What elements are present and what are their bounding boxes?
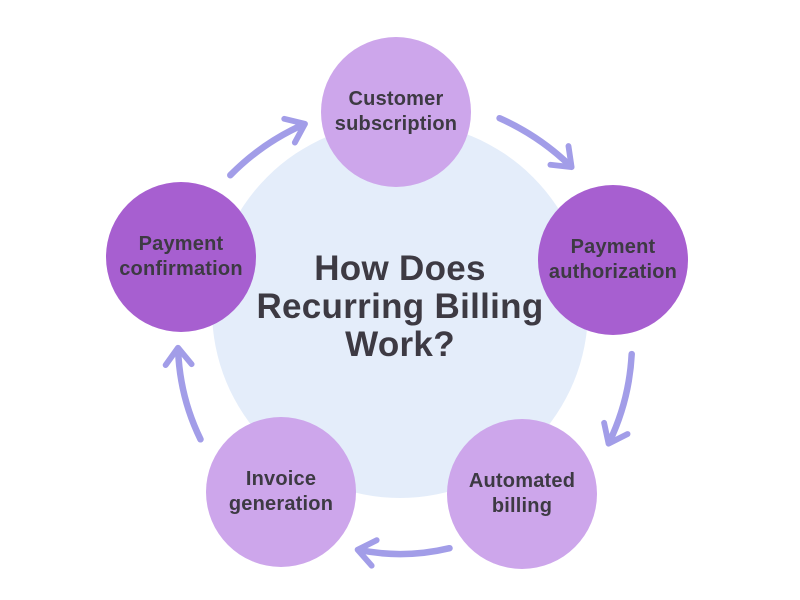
step-automated-billing: Automated billing bbox=[447, 419, 597, 569]
arrow-automated-to-invoice-icon bbox=[354, 537, 453, 569]
step-label: Payment confirmation bbox=[119, 233, 243, 280]
diagram-title: How Does Recurring Billing Work? bbox=[256, 249, 544, 364]
arrow-invoice-to-confirmation-icon bbox=[162, 344, 204, 443]
step-customer-subscription: Customer subscription bbox=[321, 37, 471, 187]
arrow-authorization-to-automated-icon bbox=[601, 350, 635, 447]
step-payment-confirmation: Payment confirmation bbox=[106, 182, 256, 332]
step-payment-authorization: Payment authorization bbox=[538, 185, 688, 335]
step-label: Customer subscription bbox=[334, 88, 458, 135]
step-label: Payment authorization bbox=[548, 236, 678, 283]
step-label: Automated billing bbox=[468, 470, 576, 517]
step-invoice-generation: Invoice generation bbox=[206, 417, 356, 567]
step-label: Invoice generation bbox=[228, 468, 334, 515]
